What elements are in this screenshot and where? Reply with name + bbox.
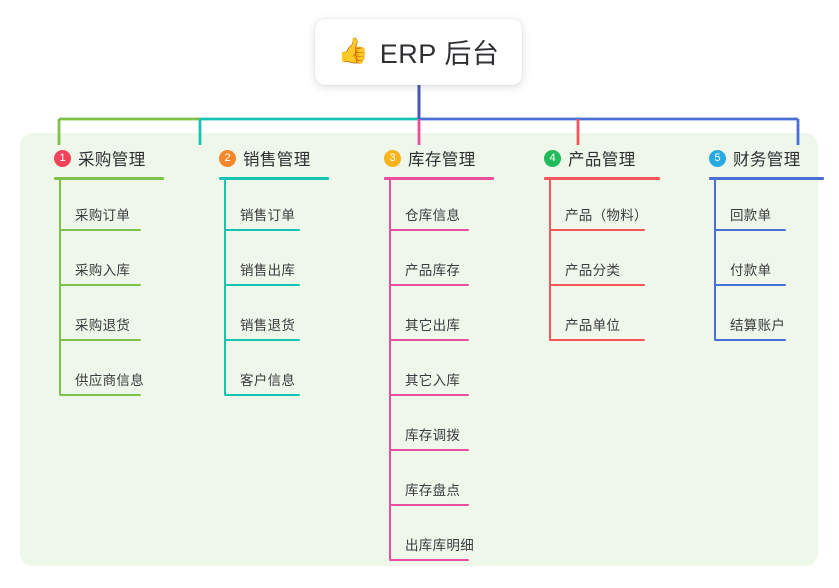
branch-underline-3	[384, 177, 494, 180]
branch-spine-4	[549, 177, 551, 339]
branch-underline-4	[544, 177, 660, 180]
branch-spine-5	[714, 177, 716, 339]
branches-panel	[20, 133, 818, 566]
branch-title-2: 销售管理	[243, 151, 311, 169]
leaf-item-underline	[389, 559, 469, 561]
leaf-item-underline	[714, 339, 786, 341]
leaf-item-underline	[714, 229, 786, 231]
leaf-item-label: 库存调拨	[405, 428, 461, 443]
root-node[interactable]: 👍 ERP 后台	[315, 19, 522, 85]
leaf-item-underline	[714, 284, 786, 286]
branch-header-5[interactable]: 5 财务管理	[692, 145, 801, 171]
leaf-item-underline	[389, 394, 469, 396]
leaf-item-underline	[224, 284, 300, 286]
branch-spine-3	[389, 177, 391, 559]
leaf-item-underline	[549, 339, 645, 341]
branch-column-4: 4 产品管理产品（物料） 产品分类产品单位	[527, 145, 660, 341]
leaf-item-underline	[224, 229, 300, 231]
branch-badge-1: 1	[54, 149, 71, 167]
branch-column-1: 1 采购管理采购订单采购入库采购退货供应商信息	[37, 145, 164, 396]
branch-header-4[interactable]: 4 产品管理	[527, 145, 636, 171]
branch-column-5: 5 财务管理回款单付款单结算账户	[692, 145, 824, 341]
leaf-item-underline	[389, 229, 469, 231]
leaf-item-underline	[389, 449, 469, 451]
leaf-item-underline	[389, 339, 469, 341]
leaf-item-underline	[59, 229, 141, 231]
branch-badge-4: 4	[544, 149, 561, 167]
branch-badge-5: 5	[709, 149, 726, 167]
branch-header-1[interactable]: 1 采购管理	[37, 145, 146, 171]
leaf-item-label: 销售订单	[240, 208, 296, 223]
leaf-item-label: 结算账户	[730, 318, 786, 333]
leaf-item-label: 销售出库	[240, 263, 296, 278]
leaf-item-label: 库存盘点	[405, 483, 461, 498]
branch-column-2: 2 销售管理销售订单销售出库销售退货客户信息	[202, 145, 329, 396]
branch-title-4: 产品管理	[568, 151, 636, 169]
leaf-item-label: 销售退货	[240, 318, 296, 333]
leaf-item-underline	[59, 394, 141, 396]
leaf-item-label: 回款单	[730, 208, 772, 223]
leaf-item-label: 采购入库	[75, 263, 131, 278]
branch-title-5: 财务管理	[733, 151, 801, 169]
branch-badge-2: 2	[219, 149, 236, 167]
branch-title-3: 库存管理	[408, 151, 476, 169]
leaf-item-label: 采购订单	[75, 208, 131, 223]
leaf-item-underline	[549, 229, 645, 231]
branch-column-3: 3 库存管理仓库信息产品库存其它出库其它入库库存调拨库存盘点出库库明细	[367, 145, 494, 561]
root-node-title: ERP 后台	[379, 38, 500, 69]
leaf-item-label: 其它入库	[405, 373, 461, 388]
leaf-item-underline	[389, 504, 469, 506]
leaf-item-underline	[224, 339, 300, 341]
leaf-item-label: 产品库存	[405, 263, 461, 278]
branch-underline-5	[709, 177, 824, 180]
leaf-item-label: 产品（物料）	[565, 208, 648, 223]
leaf-item-label: 客户信息	[240, 373, 296, 388]
leaf-item-label: 产品单位	[565, 318, 621, 333]
branch-badge-3: 3	[384, 149, 401, 167]
leaf-item-label: 采购退货	[75, 318, 131, 333]
leaf-item-label: 产品分类	[565, 263, 621, 278]
branch-underline-1	[54, 177, 164, 180]
leaf-item-label: 其它出库	[405, 318, 461, 333]
leaf-item-label: 付款单	[730, 263, 772, 278]
branch-header-2[interactable]: 2 销售管理	[202, 145, 311, 171]
leaf-item-label: 供应商信息	[75, 373, 144, 388]
leaf-item-underline	[59, 339, 141, 341]
branch-header-3[interactable]: 3 库存管理	[367, 145, 476, 171]
leaf-item-label: 出库库明细	[405, 538, 474, 553]
branch-underline-2	[219, 177, 329, 180]
leaf-item-underline	[549, 284, 645, 286]
leaf-item-label: 仓库信息	[405, 208, 461, 223]
thumbs-up-icon: 👍	[337, 36, 369, 65]
leaf-item-underline	[59, 284, 141, 286]
root-node-content: 👍 ERP 后台	[338, 32, 500, 71]
leaf-item-underline	[389, 284, 469, 286]
branch-title-1: 采购管理	[78, 151, 146, 169]
leaf-item-underline	[224, 394, 300, 396]
